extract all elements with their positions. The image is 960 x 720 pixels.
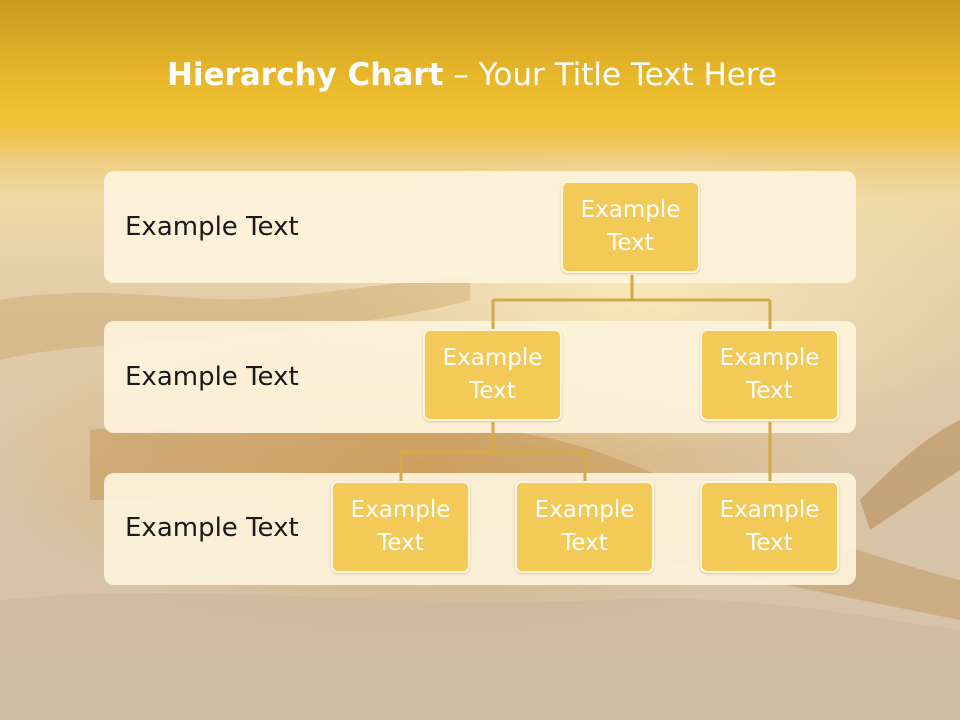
level-3-label: Example Text xyxy=(125,513,299,543)
node-level2-left-line2: Text xyxy=(469,378,516,404)
node-level3-middle-line1: Example xyxy=(534,497,635,523)
node-level2-right-line2: Text xyxy=(746,378,793,404)
node-level3-right-line1: Example xyxy=(719,497,820,523)
title-rest: Your Title Text Here xyxy=(478,57,777,93)
node-level3-left-line2: Text xyxy=(377,530,424,556)
node-level3-middle-line2: Text xyxy=(561,530,608,556)
node-level3-left-line1: Example xyxy=(350,497,451,523)
header-band xyxy=(0,0,960,160)
level-1-label: Example Text xyxy=(125,212,299,242)
node-level2-left-line1: Example xyxy=(442,345,543,371)
level-2-label: Example Text xyxy=(125,362,299,392)
page-title: Hierarchy Chart – Your Title Text Here xyxy=(0,55,944,95)
node-level3-right-line2: Text xyxy=(746,530,793,556)
level-band-1 xyxy=(104,171,856,283)
node-level2-right-line1: Example xyxy=(719,345,820,371)
node-root-line2: Text xyxy=(607,230,654,256)
title-bold: Hierarchy Chart xyxy=(167,57,444,93)
title-dash: – xyxy=(443,57,479,93)
node-root-line1: Example xyxy=(580,197,681,223)
